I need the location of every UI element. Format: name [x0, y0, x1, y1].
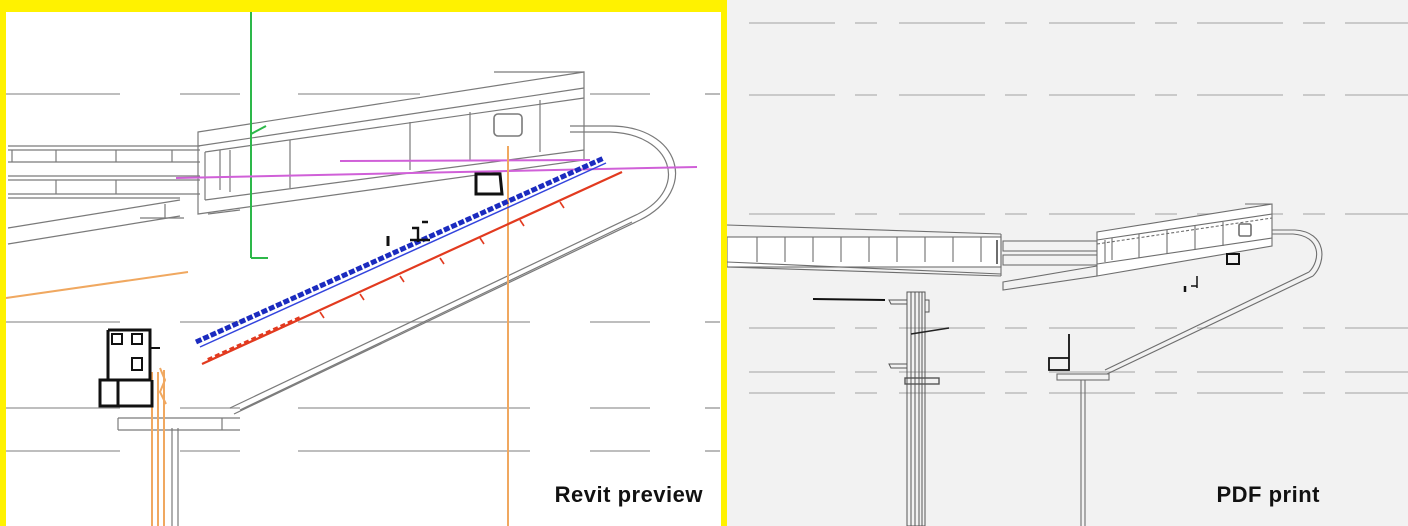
black-section-elements: [98, 172, 504, 408]
pdf-print-panel: PDF print: [727, 0, 1408, 526]
curved-ramp: [1056, 229, 1323, 526]
curved-ramp: [117, 125, 677, 526]
revit-preview-panel: Revit preview: [0, 0, 727, 526]
blue-section-element: [194, 155, 607, 348]
revit-preview-label: Revit preview: [554, 482, 703, 507]
orange-lines: [5, 146, 509, 526]
red-section-element: [201, 170, 623, 366]
left-beam: [727, 224, 1099, 291]
green-reference-line: [250, 0, 268, 259]
sloped-roof-structure: [1096, 203, 1273, 277]
revit-section-drawing: [5, 0, 720, 526]
column: [888, 291, 950, 526]
black-section-elements: [812, 253, 1240, 371]
pdf-print-label: PDF print: [1216, 482, 1320, 507]
pdf-section-drawing: [727, 22, 1408, 526]
level-lines: [749, 22, 1408, 394]
sloped-roof-structure: [197, 71, 585, 215]
left-beam: [7, 145, 200, 245]
level-lines: [6, 93, 720, 452]
magenta-reference-line: [175, 159, 698, 179]
